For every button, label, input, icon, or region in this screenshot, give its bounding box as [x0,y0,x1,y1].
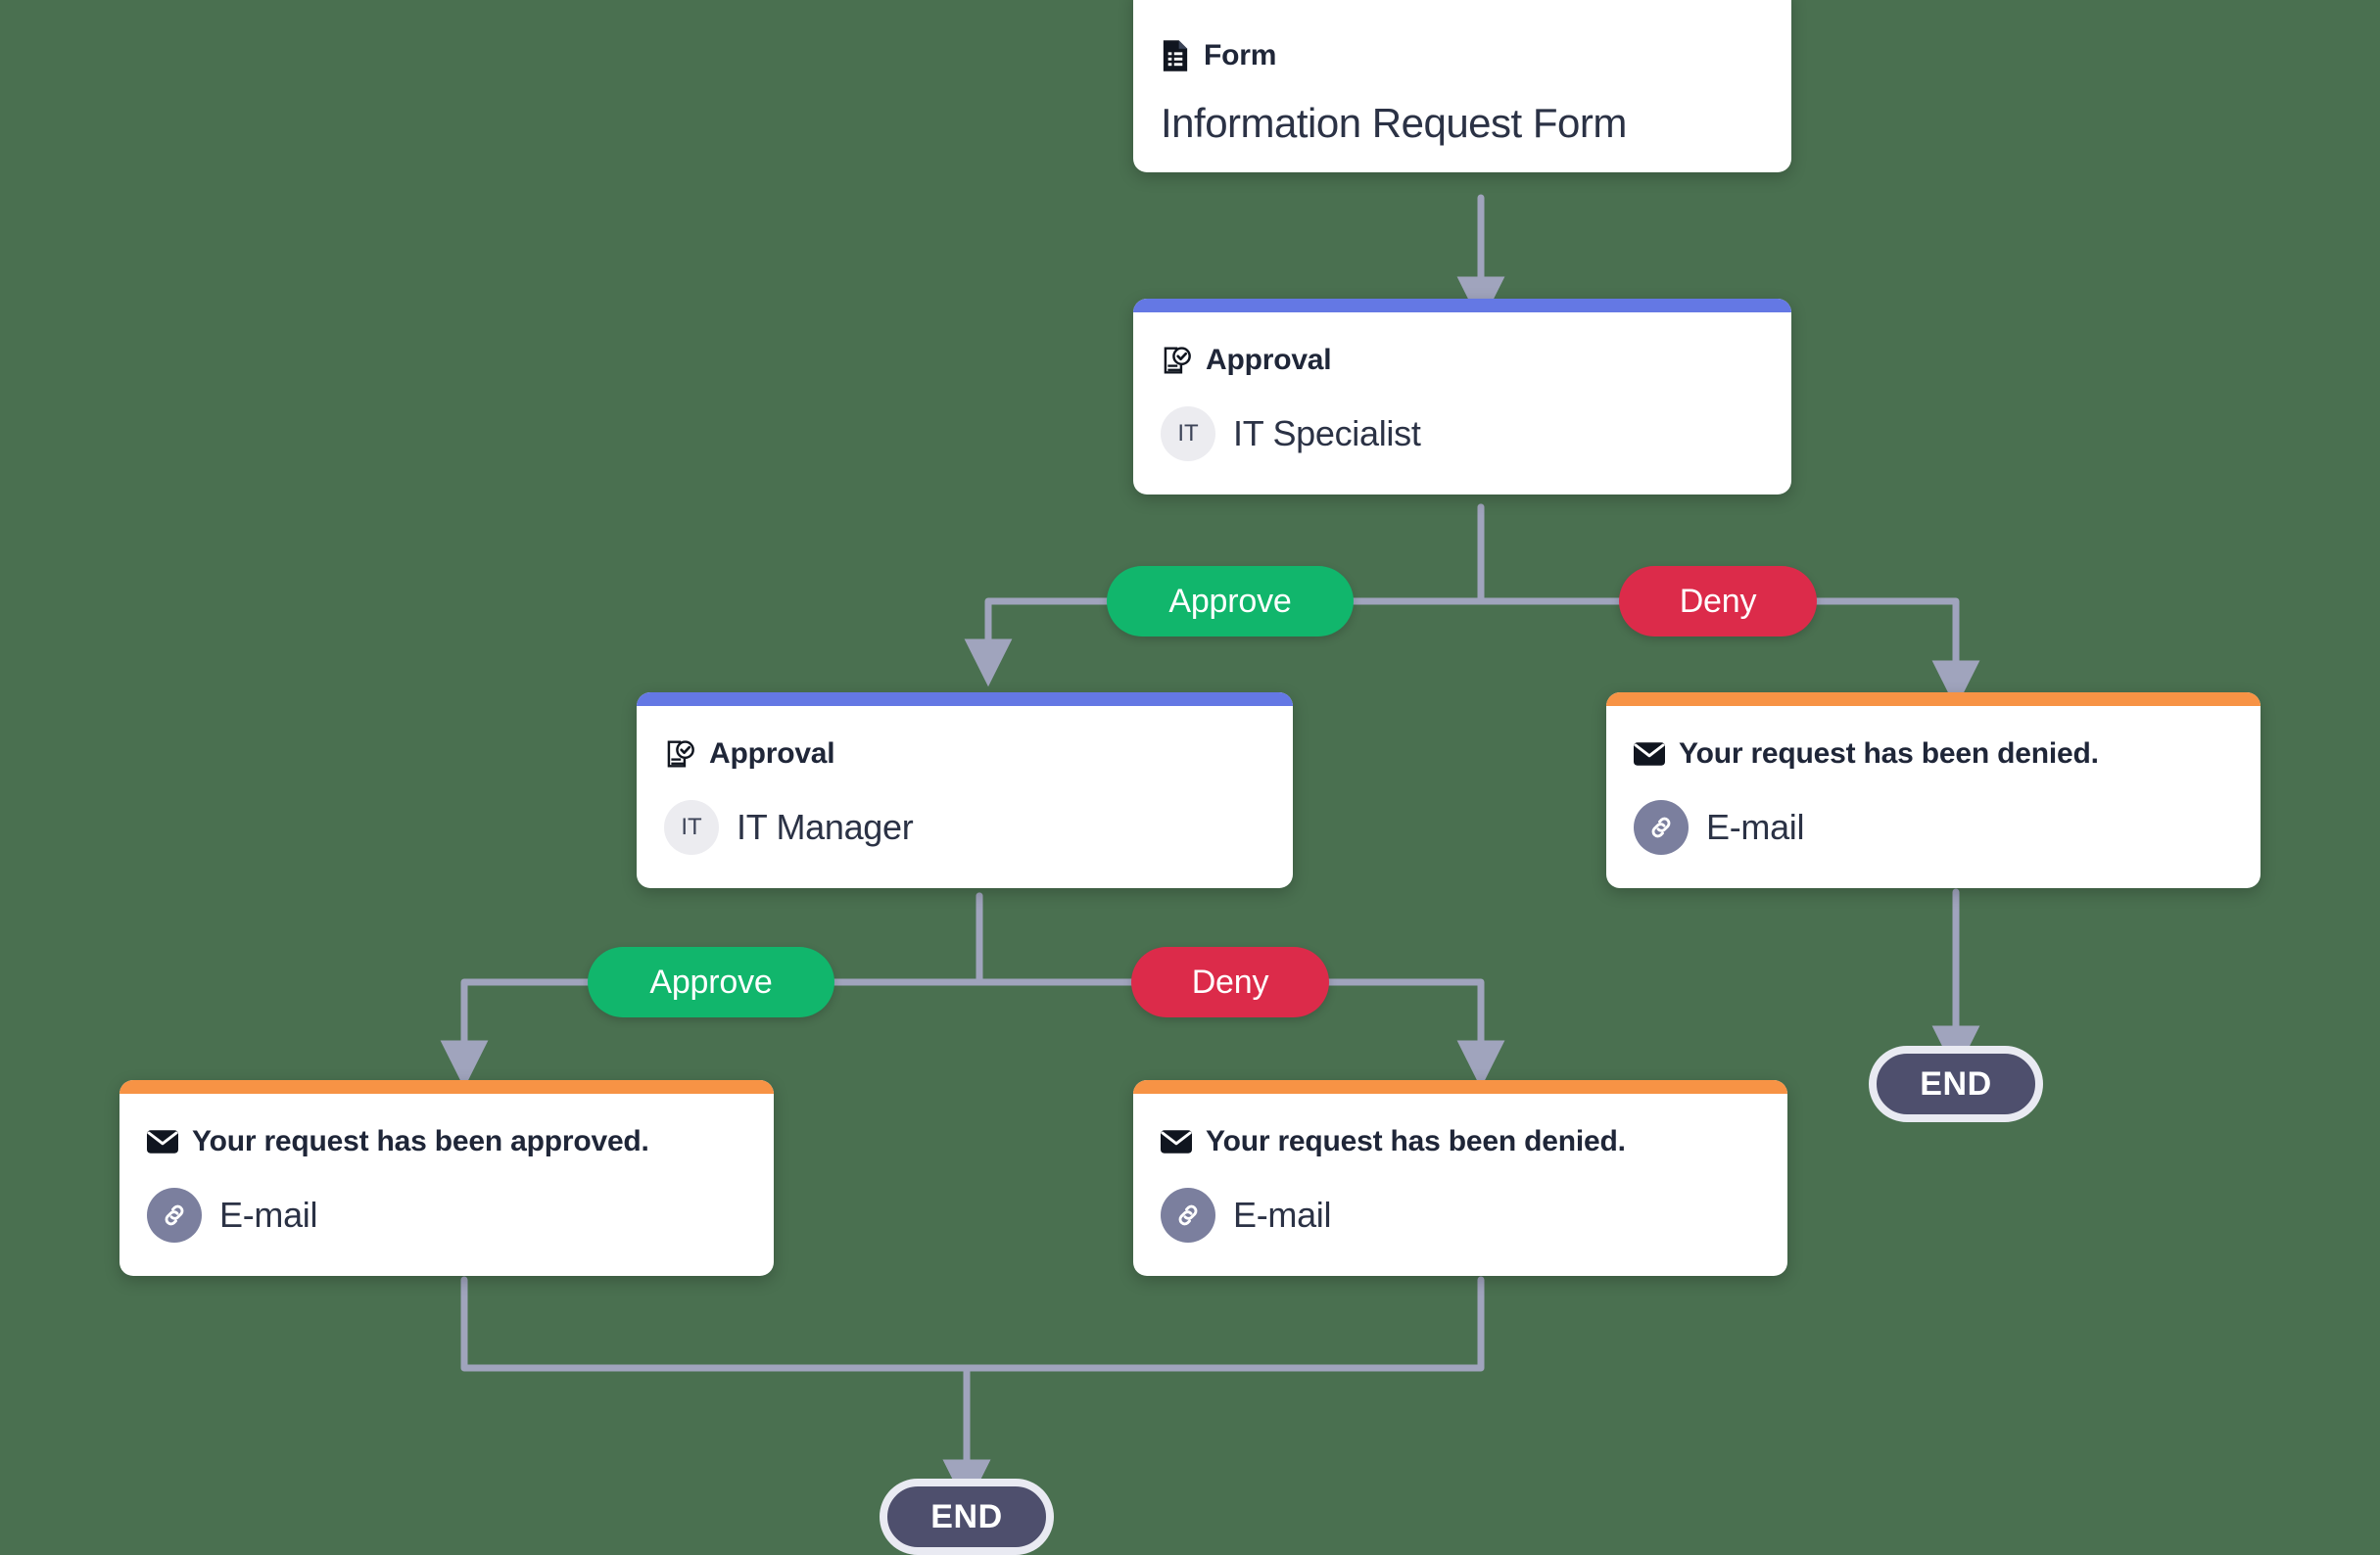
branch-pill-specialist-approve[interactable]: Approve [1107,566,1354,636]
end-node-bottom[interactable]: END [880,1479,1054,1555]
end-node-right[interactable]: END [1869,1046,2043,1122]
node-approval-manager-card[interactable]: Approval IT IT Manager [637,692,1293,888]
branch-label-specialist-deny: Deny [1679,582,1757,620]
end-node-bottom-label: END [930,1497,1003,1535]
email-denied-right-subject: Your request has been denied. [1679,737,2099,770]
node-form-card[interactable]: Form Information Request Form [1133,0,1791,172]
end-node-right-label: END [1920,1064,1992,1103]
node-email-approved-card[interactable]: Your request has been approved. E-mail [119,1080,774,1276]
approval-manager-assignee: IT Manager [737,807,914,847]
email-approved-channel: E-mail [219,1195,318,1235]
branch-label-manager-deny: Deny [1191,963,1269,1001]
envelope-icon [1161,1130,1192,1154]
node-email-denied-bottom-card[interactable]: Your request has been denied. E-mail [1133,1080,1787,1276]
branch-label-manager-approve: Approve [649,963,773,1001]
node-email-denied-right-card[interactable]: Your request has been denied. E-mail [1606,692,2261,888]
branch-pill-specialist-deny[interactable]: Deny [1619,566,1817,636]
approval-specialist-type-label: Approval [1206,344,1332,376]
document-icon [1161,39,1190,72]
email-approved-accent-bar [119,1080,774,1094]
email-denied-bottom-channel: E-mail [1233,1195,1332,1235]
link-icon [1161,1188,1215,1243]
avatar-specialist: IT [1161,406,1215,461]
email-accent-bar [1606,692,2261,706]
approval-specialist-assignee: IT Specialist [1233,413,1421,453]
branch-pill-manager-approve[interactable]: Approve [588,947,834,1017]
branch-pill-manager-deny[interactable]: Deny [1131,947,1329,1017]
link-icon [147,1188,202,1243]
form-title: Information Request Form [1161,100,1627,146]
envelope-icon [1634,742,1665,766]
approval-check-icon [1161,345,1192,376]
approval-accent-bar [1133,299,1791,312]
branch-label-specialist-approve: Approve [1168,582,1292,620]
edge-approved-to-end [460,1276,991,1508]
approval-manager-type-label: Approval [709,737,835,770]
edge-denied-bottom-to-end [942,1276,1485,1508]
envelope-icon [147,1130,178,1154]
form-type-label: Form [1204,39,1277,71]
email-denied-right-channel: E-mail [1706,807,1805,847]
email-denied-bottom-subject: Your request has been denied. [1206,1125,1626,1157]
link-icon [1634,800,1689,855]
approval-check-icon [664,738,695,770]
email-approved-subject: Your request has been approved. [192,1125,649,1157]
approval-manager-accent-bar [637,692,1293,706]
node-approval-specialist-card[interactable]: Approval IT IT Specialist [1133,299,1791,495]
email-denied-bottom-accent-bar [1133,1080,1787,1094]
avatar-manager: IT [664,800,719,855]
